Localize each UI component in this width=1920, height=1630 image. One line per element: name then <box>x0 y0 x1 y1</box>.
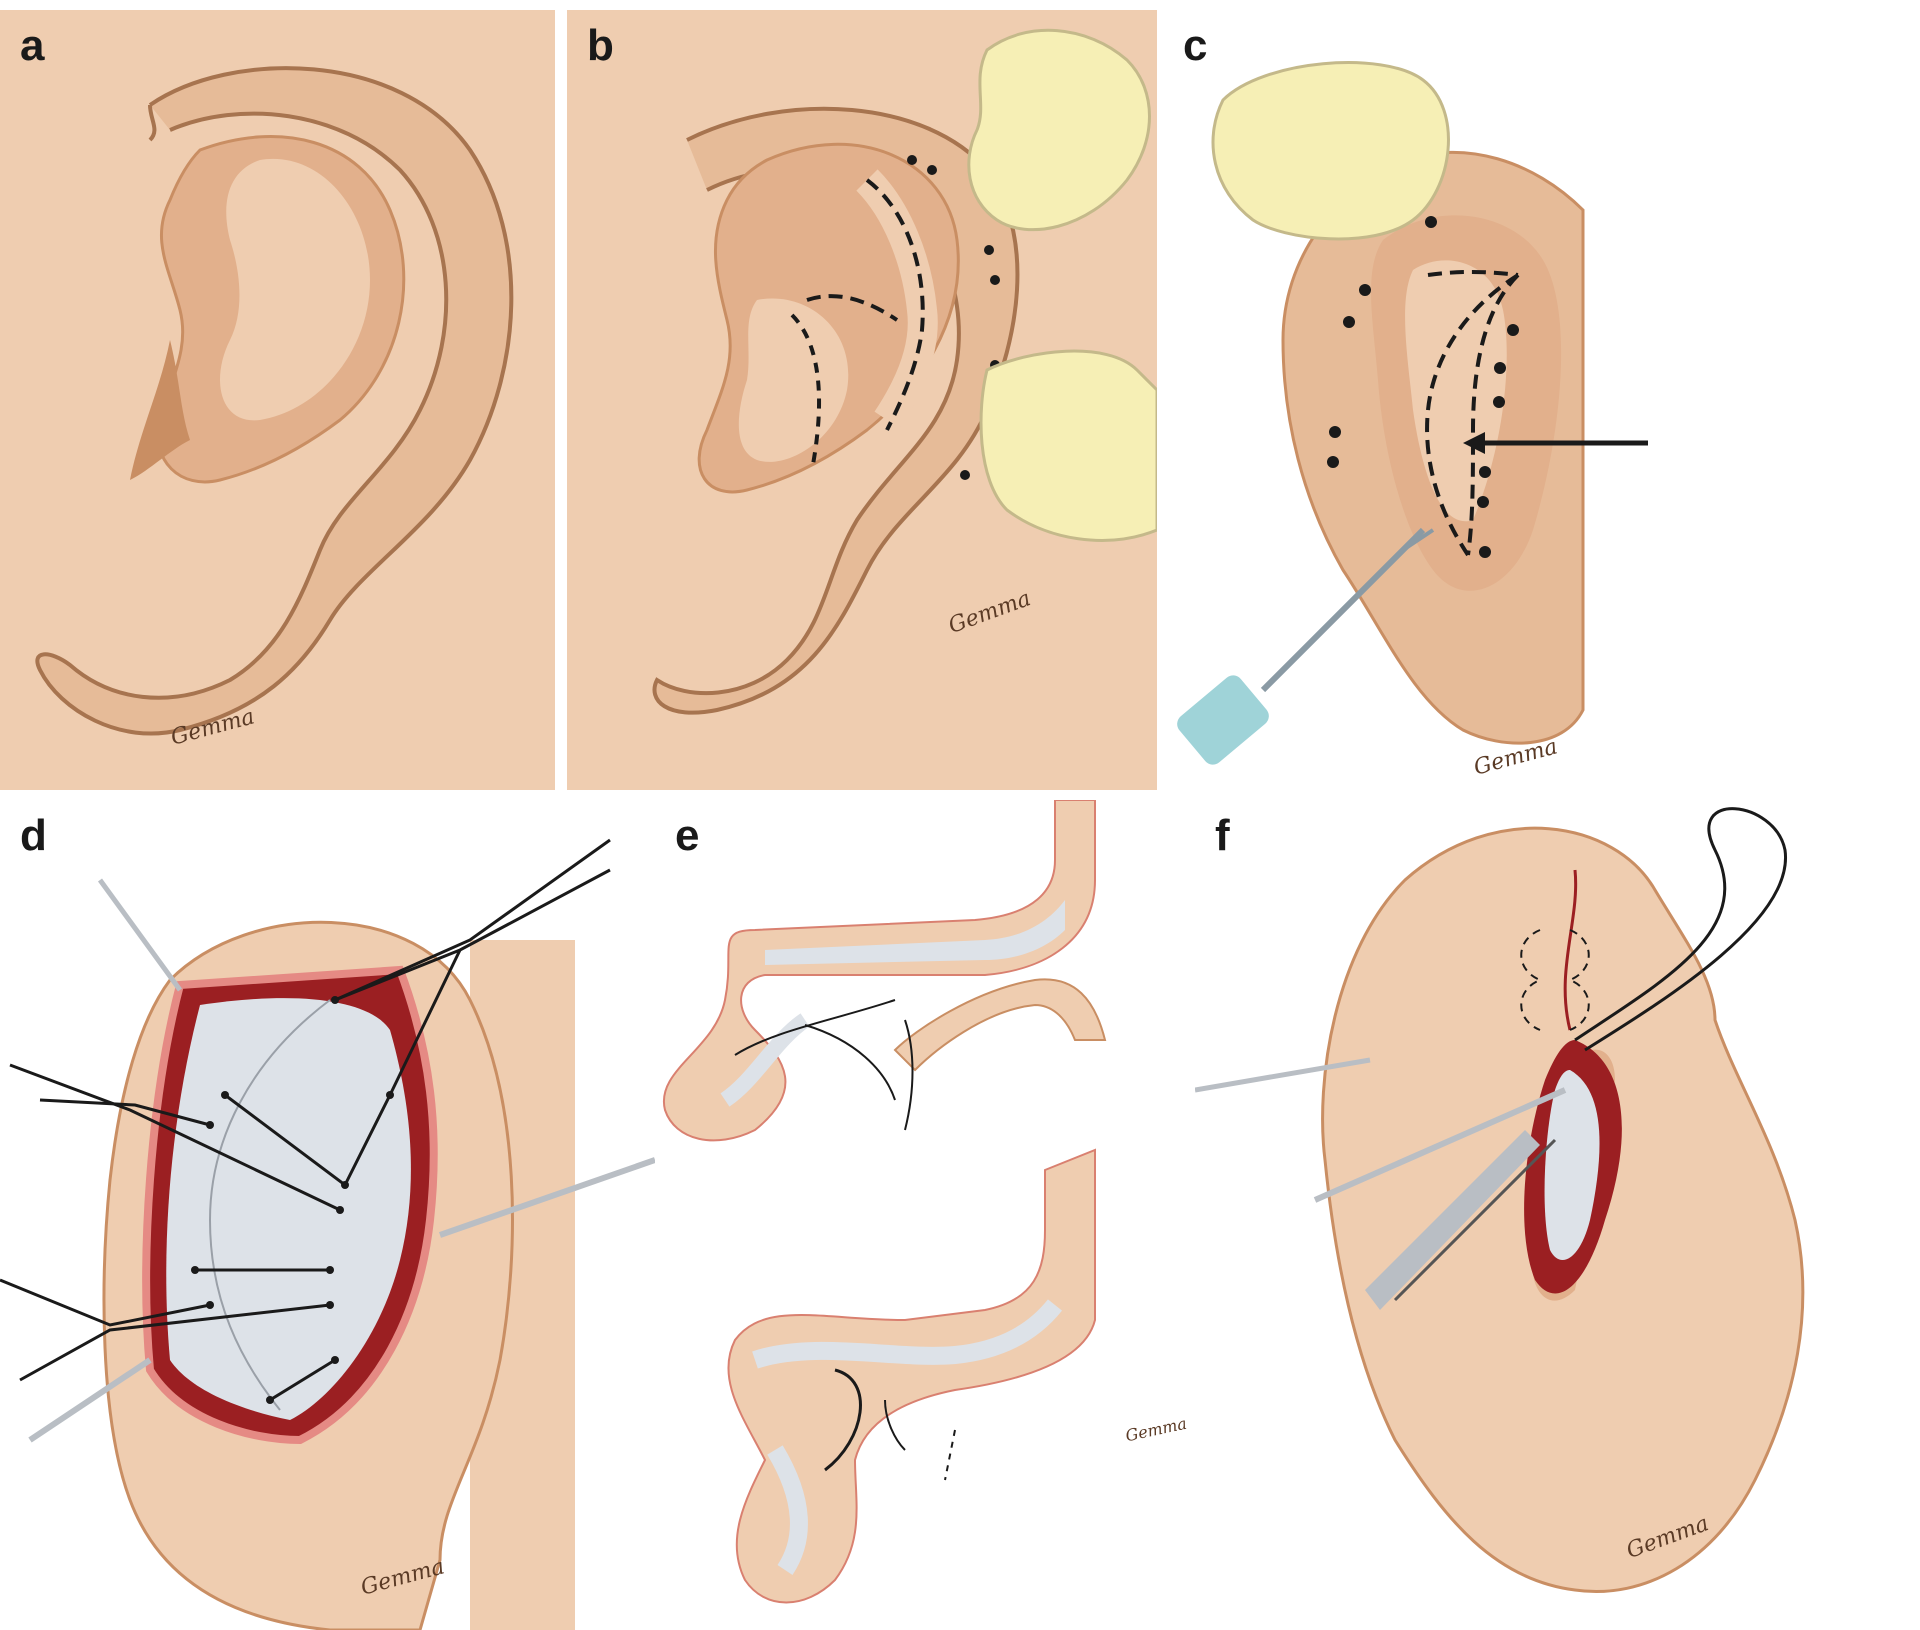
ear-illustration-f <box>1195 807 1805 1593</box>
ear-illustration-d <box>0 838 655 1630</box>
panel-b: b Gemma <box>567 10 1157 790</box>
panel-label: a <box>20 21 45 70</box>
panel-label: c <box>1183 21 1208 70</box>
panel-c: c Gemma <box>1163 10 1920 790</box>
panel-label: e <box>675 811 700 860</box>
panel-label: b <box>587 21 614 70</box>
ear-illustration-a <box>35 66 514 736</box>
cross-section-illustration-e <box>662 800 1107 1604</box>
ear-illustration-c <box>1177 61 1648 765</box>
panel-f: f Gemma <box>1195 800 1920 1630</box>
panel-d: d Gemma <box>0 800 655 1630</box>
panel-a: a Gemma <box>0 10 555 790</box>
panel-label: d <box>20 811 47 860</box>
panel-e: e Gemma <box>655 800 1195 1630</box>
ear-illustration-b <box>652 28 1157 715</box>
panel-label: f <box>1215 811 1230 860</box>
